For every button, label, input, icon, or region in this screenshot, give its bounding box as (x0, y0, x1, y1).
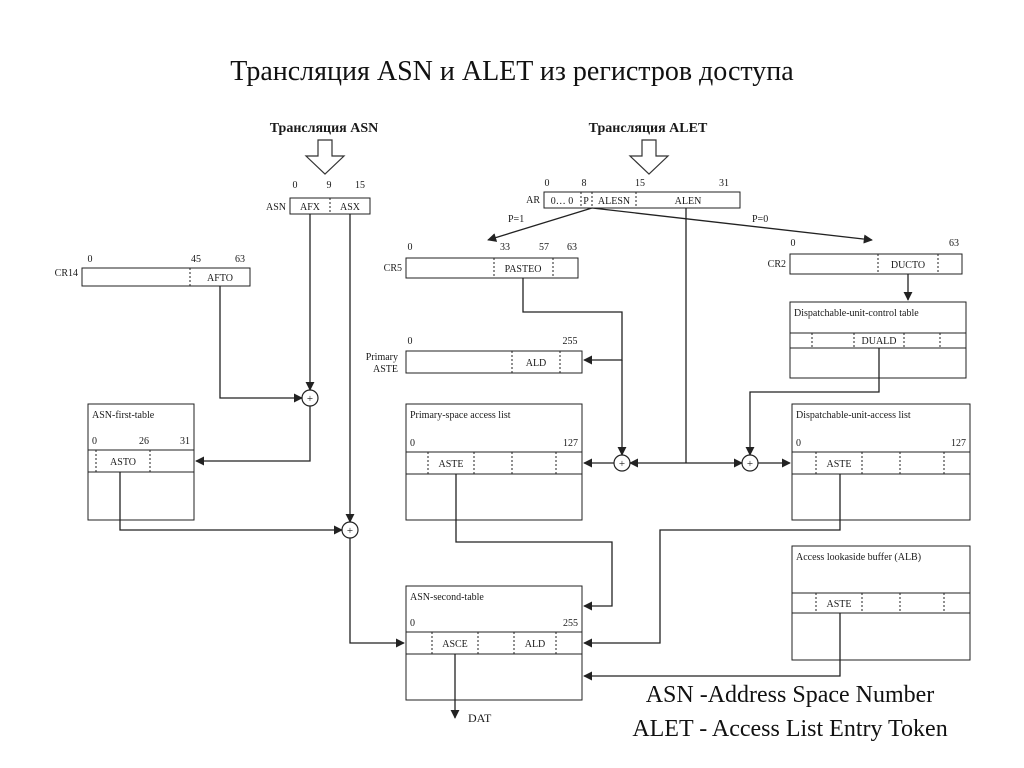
p0-branch (591, 207, 873, 244)
svg-text:CR5: CR5 (384, 263, 402, 274)
asce-field: ASCE (442, 639, 468, 650)
svg-text:ASN-first-table: ASN-first-table (92, 410, 155, 421)
dispatchable-unit-control-table: Dispatchable-unit-control table DUALD (789, 301, 967, 379)
svg-text:0: 0 (796, 438, 801, 449)
primary-space-access-list: Primary-space access list 0 127 ASTE (405, 403, 583, 521)
asto-field: ASTO (110, 457, 136, 468)
svg-text:ASTE: ASTE (373, 364, 398, 375)
cr14-register: 0 45 63 CR14 AFTO (55, 254, 251, 287)
svg-text:Access lookaside buffer (ALB): Access lookaside buffer (ALB) (796, 552, 921, 563)
cr2-register: 0 63 CR2 DUCTO (768, 238, 963, 275)
second-ald-field: ALD (525, 639, 546, 650)
ducto-field: DUCTO (891, 260, 925, 271)
svg-text:255: 255 (563, 618, 578, 629)
adder-afto: + (301, 389, 319, 407)
svg-text:0: 0 (408, 242, 413, 253)
asn-register: 0 9 15 ASN AFX ASX (266, 180, 371, 215)
svg-text:31: 31 (719, 178, 729, 189)
duald-field: DUALD (862, 336, 897, 347)
asx-field: ASX (340, 202, 361, 213)
dispatchable-unit-access-list: Dispatchable-unit-access list 0 127 ASTE (791, 403, 971, 521)
access-lookaside-buffer: Access lookaside buffer (ALB) ASTE (791, 545, 971, 661)
svg-text:8: 8 (582, 178, 587, 189)
svg-text:127: 127 (563, 438, 578, 449)
svg-text:Primary: Primary (366, 352, 398, 363)
svg-text:0: 0 (293, 180, 298, 191)
legend-asn: ASN -Address Space Number (645, 682, 935, 708)
afx-field: AFX (300, 202, 321, 213)
svg-text:0… 0: 0… 0 (551, 196, 574, 207)
alesn-field: ALESN (598, 196, 630, 207)
dat-label: DAT (468, 711, 492, 725)
p1-branch (487, 207, 593, 242)
svg-text:Dispatchable-unit-control tabl: Dispatchable-unit-control table (794, 308, 919, 319)
page-title: Трансляция ASN и ALET из регистров досту… (230, 56, 794, 87)
svg-text:Primary-space access list: Primary-space access list (410, 410, 511, 421)
svg-text:255: 255 (563, 336, 578, 347)
asn-second-table: ASN-second-table 0 255 ASCE ALD (405, 585, 583, 701)
svg-text:+: + (307, 393, 313, 405)
svg-text:AR: AR (526, 195, 540, 206)
svg-text:0: 0 (88, 254, 93, 265)
legend-alet: ALET - Access List Entry Token (632, 716, 948, 742)
svg-text:+: + (747, 458, 753, 470)
primary-ald-field: ALD (526, 358, 547, 369)
svg-text:0: 0 (545, 178, 550, 189)
svg-text:45: 45 (191, 254, 201, 265)
svg-text:63: 63 (235, 254, 245, 265)
asn-input-arrow (304, 139, 346, 175)
cr5-register: 0 33 57 63 CR5 PASTEO (384, 242, 579, 279)
svg-text:63: 63 (949, 238, 959, 249)
alet-translation-header: Трансляция ALET (589, 121, 708, 136)
svg-text:0: 0 (92, 436, 97, 447)
primary-aste: 0 255 Primary ASTE ALD (366, 336, 583, 375)
psal-aste-field: ASTE (439, 459, 464, 470)
dual-aste-field: ASTE (827, 459, 852, 470)
asn-first-table: ASN-first-table 0 26 31 ASTO (87, 403, 195, 521)
svg-text:63: 63 (567, 242, 577, 253)
connectors (119, 208, 913, 719)
alet-input-arrow (628, 139, 670, 175)
svg-text:P: P (583, 196, 589, 207)
p0-label: P=0 (752, 214, 768, 225)
svg-text:0: 0 (410, 438, 415, 449)
svg-text:CR2: CR2 (768, 259, 786, 270)
svg-text:15: 15 (355, 180, 365, 191)
alb-aste-field: ASTE (827, 599, 852, 610)
svg-text:CR14: CR14 (55, 268, 78, 279)
adder-asto: + (341, 521, 359, 539)
svg-text:Dispatchable-unit-access list: Dispatchable-unit-access list (796, 410, 911, 421)
asn-translation-header: Трансляция ASN (270, 121, 379, 136)
svg-text:0: 0 (791, 238, 796, 249)
svg-text:ASN-second-table: ASN-second-table (410, 592, 484, 603)
svg-text:+: + (619, 458, 625, 470)
svg-text:0: 0 (408, 336, 413, 347)
svg-text:9: 9 (327, 180, 332, 191)
ar-register: 0 8 15 31 AR 0… 0 P ALESN ALEN (526, 178, 741, 209)
svg-text:0: 0 (410, 618, 415, 629)
svg-text:31: 31 (180, 436, 190, 447)
alen-field: ALEN (675, 196, 702, 207)
pasteo-field: PASTEO (505, 264, 542, 275)
svg-text:33: 33 (500, 242, 510, 253)
svg-text:127: 127 (951, 438, 966, 449)
svg-text:26: 26 (139, 436, 149, 447)
svg-text:ASN: ASN (266, 202, 286, 213)
svg-text:15: 15 (635, 178, 645, 189)
p1-label: P=1 (508, 214, 524, 225)
afto-field: AFTO (207, 273, 233, 284)
adder-primary: + (613, 454, 631, 472)
svg-text:+: + (347, 525, 353, 537)
svg-text:57: 57 (539, 242, 549, 253)
adder-dispatchable: + (741, 454, 759, 472)
